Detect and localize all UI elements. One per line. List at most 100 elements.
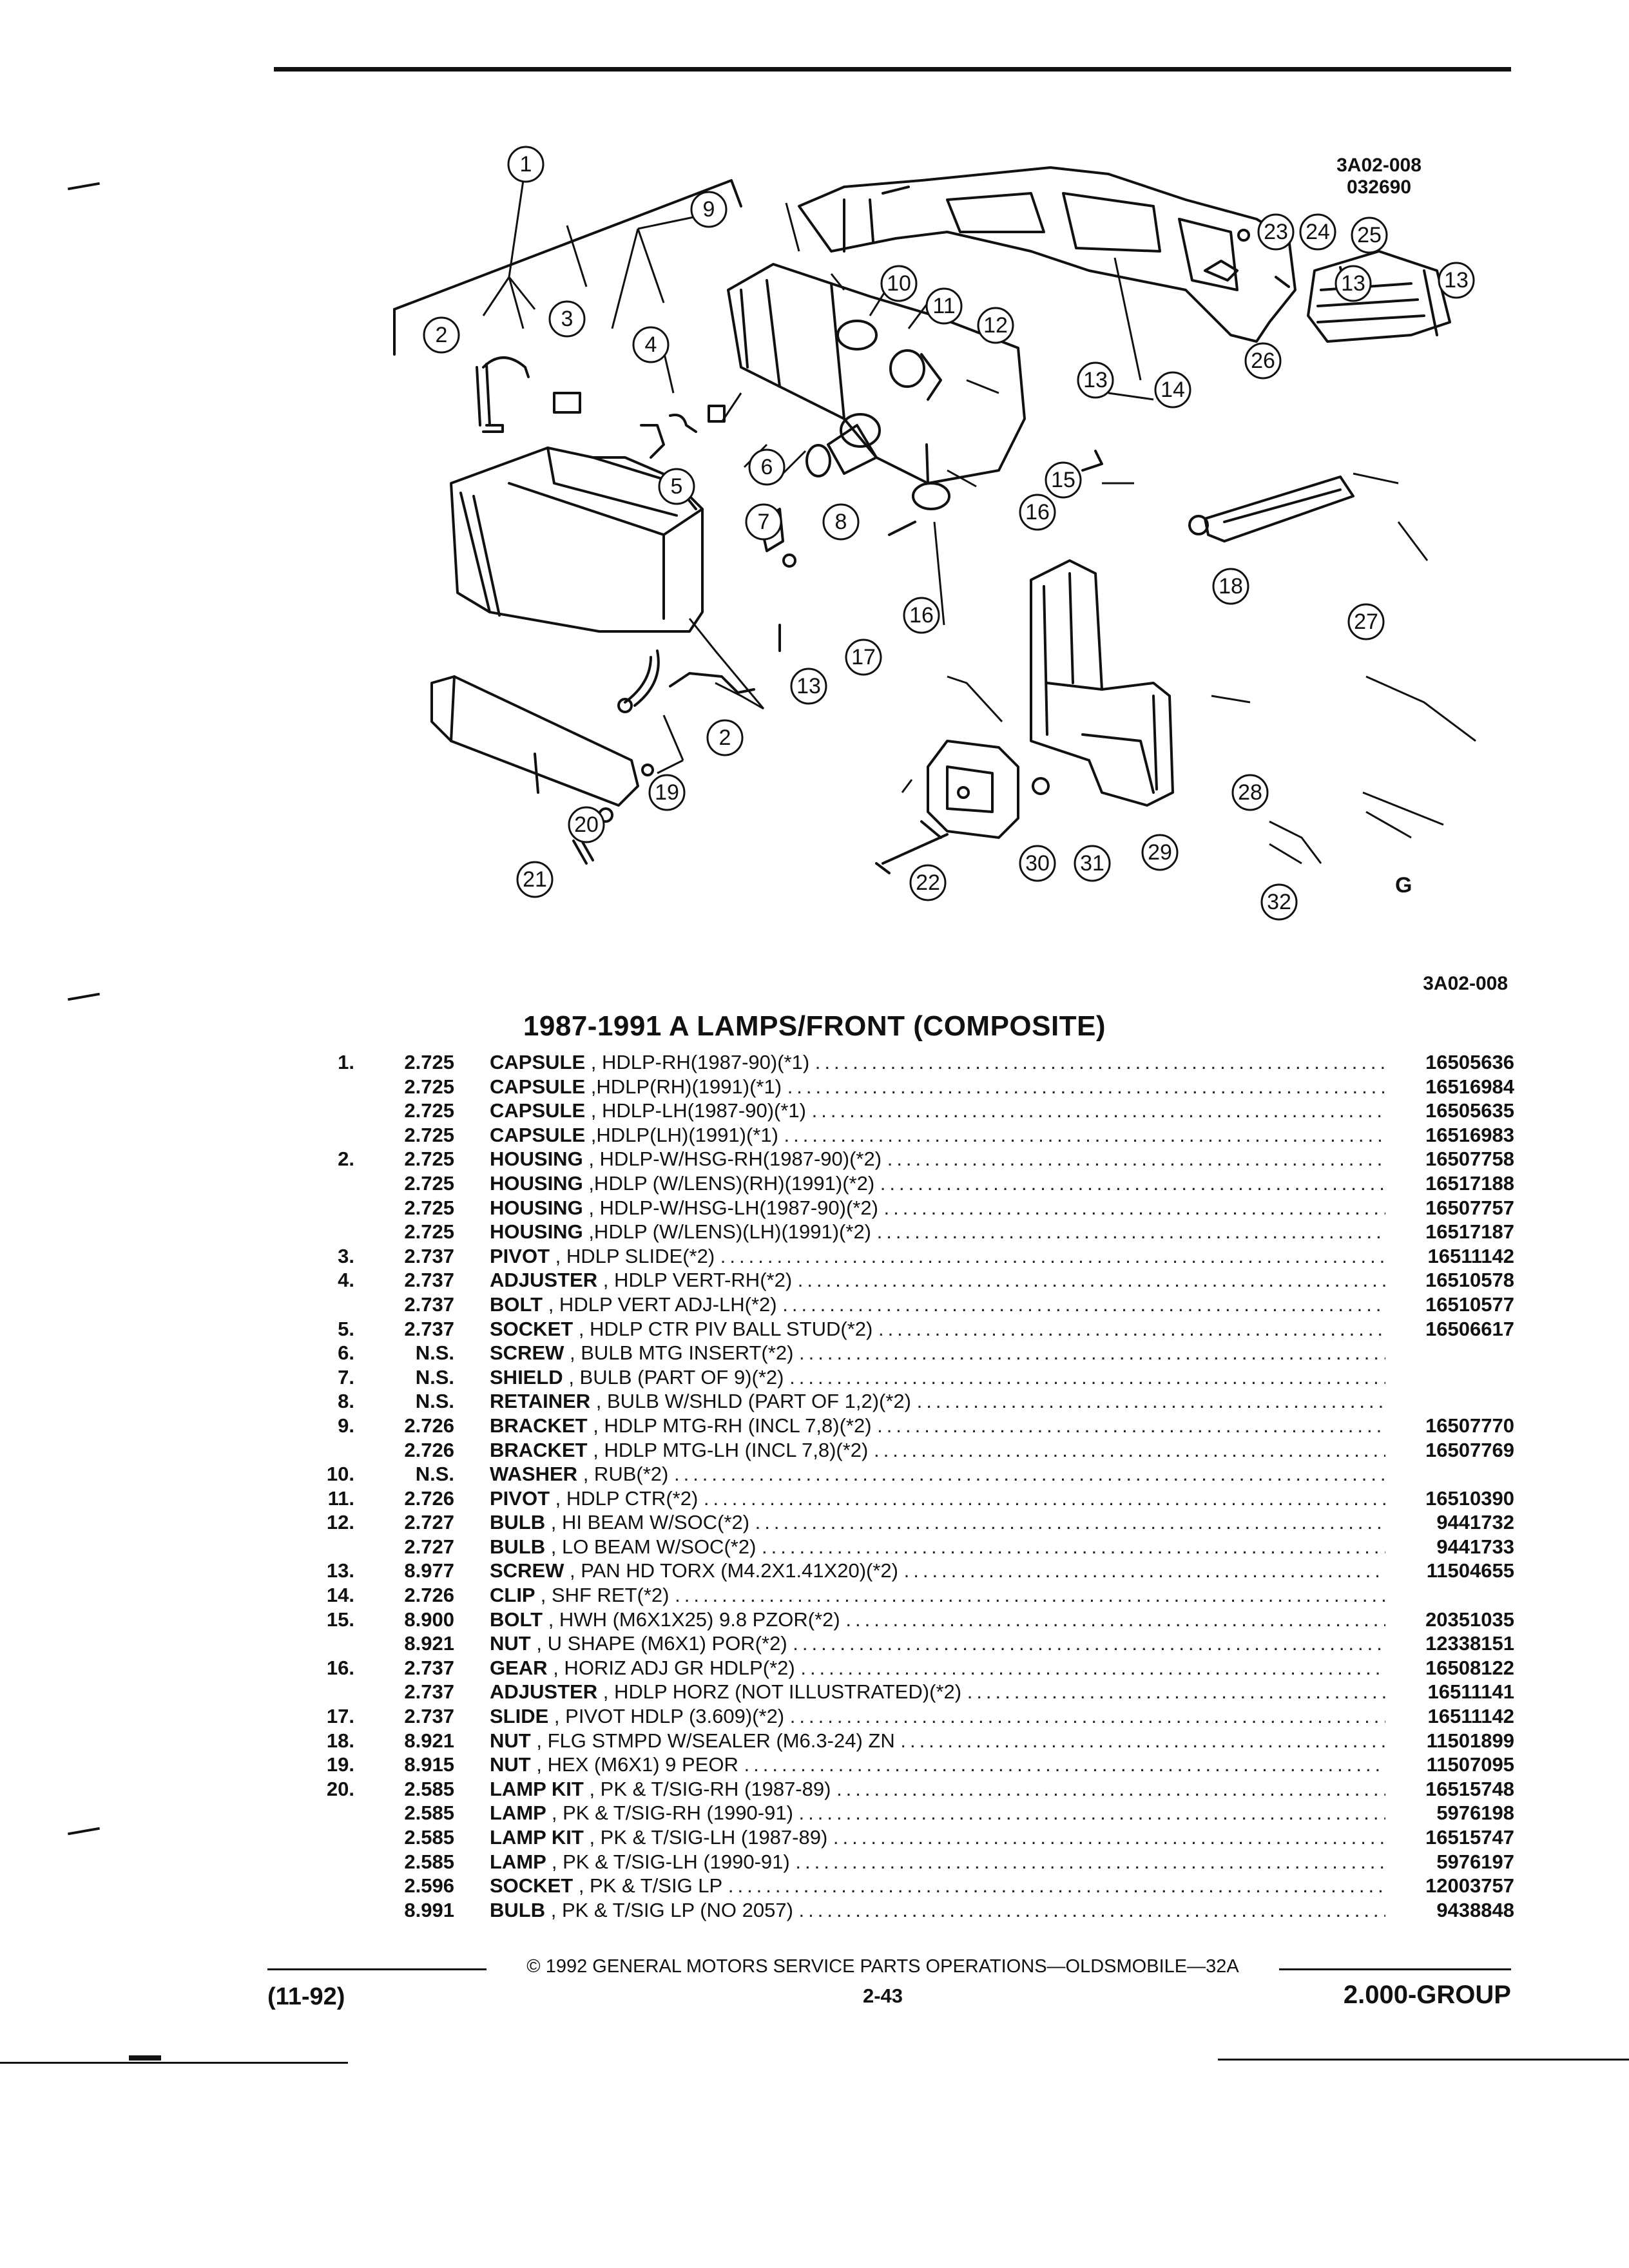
- part-name: HOUSING: [490, 1148, 583, 1171]
- part-number: 16505636: [1425, 1051, 1514, 1073]
- callout-21: 21: [523, 867, 547, 892]
- group-number: 2.726: [404, 1414, 454, 1437]
- leader-dots: ........................................…: [900, 1729, 1385, 1752]
- part-number: 16506617: [1425, 1317, 1514, 1340]
- group-number: 8.921: [404, 1729, 454, 1752]
- part-description: BRACKET , HDLP MTG-RH (INCL 7,8)(*2) ...…: [490, 1414, 1385, 1438]
- item-number: 4.: [338, 1269, 354, 1292]
- footer-rule-right: [1279, 1968, 1511, 1970]
- footer-date-code: (11-92): [267, 1983, 345, 2010]
- callout-29: 29: [1148, 840, 1172, 865]
- parts-row: 6.N.S.SCREW , BULB MTG INSERT(*2) ......…: [303, 1341, 1514, 1365]
- logo-mark: G: [1395, 873, 1412, 898]
- scan-line-right: [1218, 2059, 1629, 2061]
- part-qualifier: , SHF RET(*2): [540, 1584, 670, 1607]
- part-name: NUT: [490, 1632, 531, 1655]
- part-qualifier: ,HDLP (W/LENS)(RH)(1991)(*2): [588, 1171, 875, 1195]
- callout-3: 3: [561, 307, 574, 331]
- part-number: 16515748: [1425, 1777, 1514, 1800]
- callout-22: 22: [916, 870, 940, 895]
- part-number: 12003757: [1425, 1874, 1514, 1898]
- item-number: 15.: [326, 1608, 354, 1631]
- part-name: SCREW: [490, 1341, 564, 1365]
- item-number: 16.: [326, 1656, 354, 1679]
- scan-blot: [129, 2055, 161, 2061]
- part-number: 16507757: [1425, 1196, 1514, 1219]
- part-qualifier: , HDLP VERT-RH(*2): [602, 1269, 793, 1292]
- item-number: 8.: [338, 1390, 354, 1413]
- part-qualifier: , HDLP HORZ (NOT ILLUSTRATED)(*2): [602, 1680, 962, 1704]
- part-description: LAMP , PK & T/SIG-LH (1990-91) .........…: [490, 1850, 1385, 1874]
- part-description: BOLT , HWH (M6X1X25) 9.8 PZOR(*2) ......…: [490, 1608, 1385, 1632]
- part-name: WASHER: [490, 1463, 578, 1486]
- part-description: PIVOT , HDLP CTR(*2) ...................…: [490, 1486, 1385, 1511]
- item-number: 11.: [327, 1486, 354, 1510]
- part-qualifier: , LO BEAM W/SOC(*2): [550, 1535, 757, 1558]
- leader-dots: ........................................…: [903, 1559, 1385, 1582]
- part-name: SOCKET: [490, 1317, 574, 1340]
- part-number: 16511141: [1427, 1680, 1514, 1704]
- part-number: 9441733: [1436, 1535, 1514, 1558]
- part-description: LAMP KIT , PK & T/SIG-LH (1987-89) .....…: [490, 1825, 1385, 1850]
- part-name: BULB: [490, 1511, 546, 1534]
- callout-17: 17: [851, 645, 876, 669]
- part-description: BOLT , HDLP VERT ADJ-LH(*2) ............…: [490, 1293, 1385, 1317]
- callout-5: 5: [671, 474, 683, 499]
- callout-31: 31: [1080, 851, 1104, 876]
- part-description: CAPSULE , HDLP-LH(1987-90)(*1) .........…: [490, 1099, 1385, 1123]
- item-number: 1.: [338, 1051, 354, 1073]
- group-number: N.S.: [415, 1390, 454, 1413]
- callout-24: 24: [1306, 220, 1330, 244]
- group-number: 2.725: [404, 1051, 454, 1073]
- part-qualifier: ,HDLP (W/LENS)(LH)(1991)(*2): [588, 1220, 872, 1244]
- part-description: NUT , HEX (M6X1) 9 PEOR ................…: [490, 1753, 1385, 1777]
- part-qualifier: , HWH (M6X1X25) 9.8 PZOR(*2): [548, 1608, 840, 1631]
- part-name: ADJUSTER: [490, 1269, 598, 1292]
- part-number: 16510390: [1425, 1486, 1514, 1510]
- callout-6: 6: [761, 455, 773, 479]
- callout-20: 20: [574, 812, 599, 837]
- callout-30: 30: [1025, 851, 1050, 876]
- part-number: 11501899: [1426, 1729, 1514, 1752]
- part-qualifier: , HDLP-W/HSG-RH(1987-90)(*2): [588, 1148, 882, 1171]
- part-qualifier: , HDLP VERT ADJ-LH(*2): [548, 1293, 777, 1316]
- part-qualifier: ,HDLP(RH)(1991)(*1): [590, 1075, 782, 1098]
- part-description: SOCKET , PK & T/SIG LP .................…: [490, 1874, 1385, 1898]
- callout-13-d: 13: [1444, 268, 1469, 293]
- leader-dots: ........................................…: [720, 1244, 1385, 1267]
- part-description: CAPSULE ,HDLP(LH)(1991)(*1) ............…: [490, 1123, 1385, 1148]
- part-description: ADJUSTER , HDLP HORZ (NOT ILLUSTRATED)(*…: [490, 1680, 1385, 1704]
- leader-dots: ........................................…: [799, 1341, 1385, 1365]
- item-number: 14.: [326, 1584, 354, 1607]
- leader-dots: ........................................…: [673, 1463, 1385, 1486]
- callout-4: 4: [645, 332, 657, 357]
- part-name: SHIELD: [490, 1365, 563, 1389]
- part-description: BULB , LO BEAM W/SOC(*2) ...............…: [490, 1535, 1385, 1559]
- figure-code: 3A02-008: [1336, 155, 1422, 176]
- part-number: 16507758: [1425, 1148, 1514, 1171]
- leader-dots: ........................................…: [755, 1511, 1385, 1534]
- part-number: 16517188: [1425, 1171, 1514, 1195]
- item-number: 13.: [326, 1559, 354, 1582]
- part-name: CAPSULE: [490, 1123, 586, 1146]
- parts-row: 8.N.S.RETAINER , BULB W/SHLD (PART OF 1,…: [303, 1389, 1514, 1414]
- part-qualifier: , PK & T/SIG-LH (1990-91): [551, 1850, 790, 1873]
- part-name: ADJUSTER: [490, 1680, 598, 1704]
- part-qualifier: , HDLP-RH(1987-90)(*1): [590, 1051, 810, 1073]
- part-description: SCREW , PAN HD TORX (M4.2X1.41X20)(*2) .…: [490, 1559, 1385, 1583]
- callout-11: 11: [932, 294, 955, 318]
- part-name: BRACKET: [490, 1438, 588, 1461]
- callout-19: 19: [655, 780, 679, 805]
- leader-dots: ........................................…: [744, 1753, 1386, 1776]
- part-description: WASHER , RUB(*2) .......................…: [490, 1462, 1385, 1486]
- part-name: CAPSULE: [490, 1075, 586, 1098]
